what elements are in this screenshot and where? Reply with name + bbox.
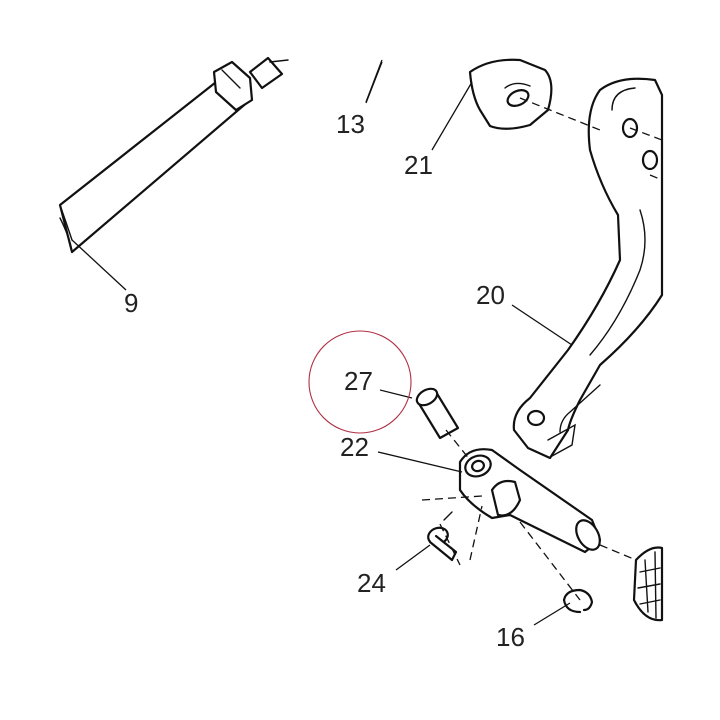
callout-21: 21 bbox=[404, 150, 433, 180]
leader-lines bbox=[71, 61, 573, 626]
callout-16: 16 bbox=[496, 622, 525, 652]
part-27-pin bbox=[415, 387, 460, 440]
part-24-clip bbox=[427, 511, 458, 562]
knurled-grip bbox=[632, 546, 664, 622]
part-16-e-ring bbox=[562, 588, 594, 614]
part-22-clevis bbox=[458, 448, 602, 554]
callout-27: 27 bbox=[344, 366, 373, 396]
callout-20: 20 bbox=[476, 280, 505, 310]
part-9-shaft bbox=[58, 56, 289, 254]
callout-24: 24 bbox=[357, 568, 386, 598]
callout-27-highlight bbox=[308, 330, 412, 434]
callout-9: 9 bbox=[124, 288, 138, 318]
callout-13: 13 bbox=[336, 109, 365, 139]
part-21-bracket bbox=[468, 58, 553, 130]
callout-22: 22 bbox=[340, 432, 369, 462]
assembly-lines bbox=[421, 97, 663, 601]
part-20-lever-arm bbox=[512, 77, 664, 460]
